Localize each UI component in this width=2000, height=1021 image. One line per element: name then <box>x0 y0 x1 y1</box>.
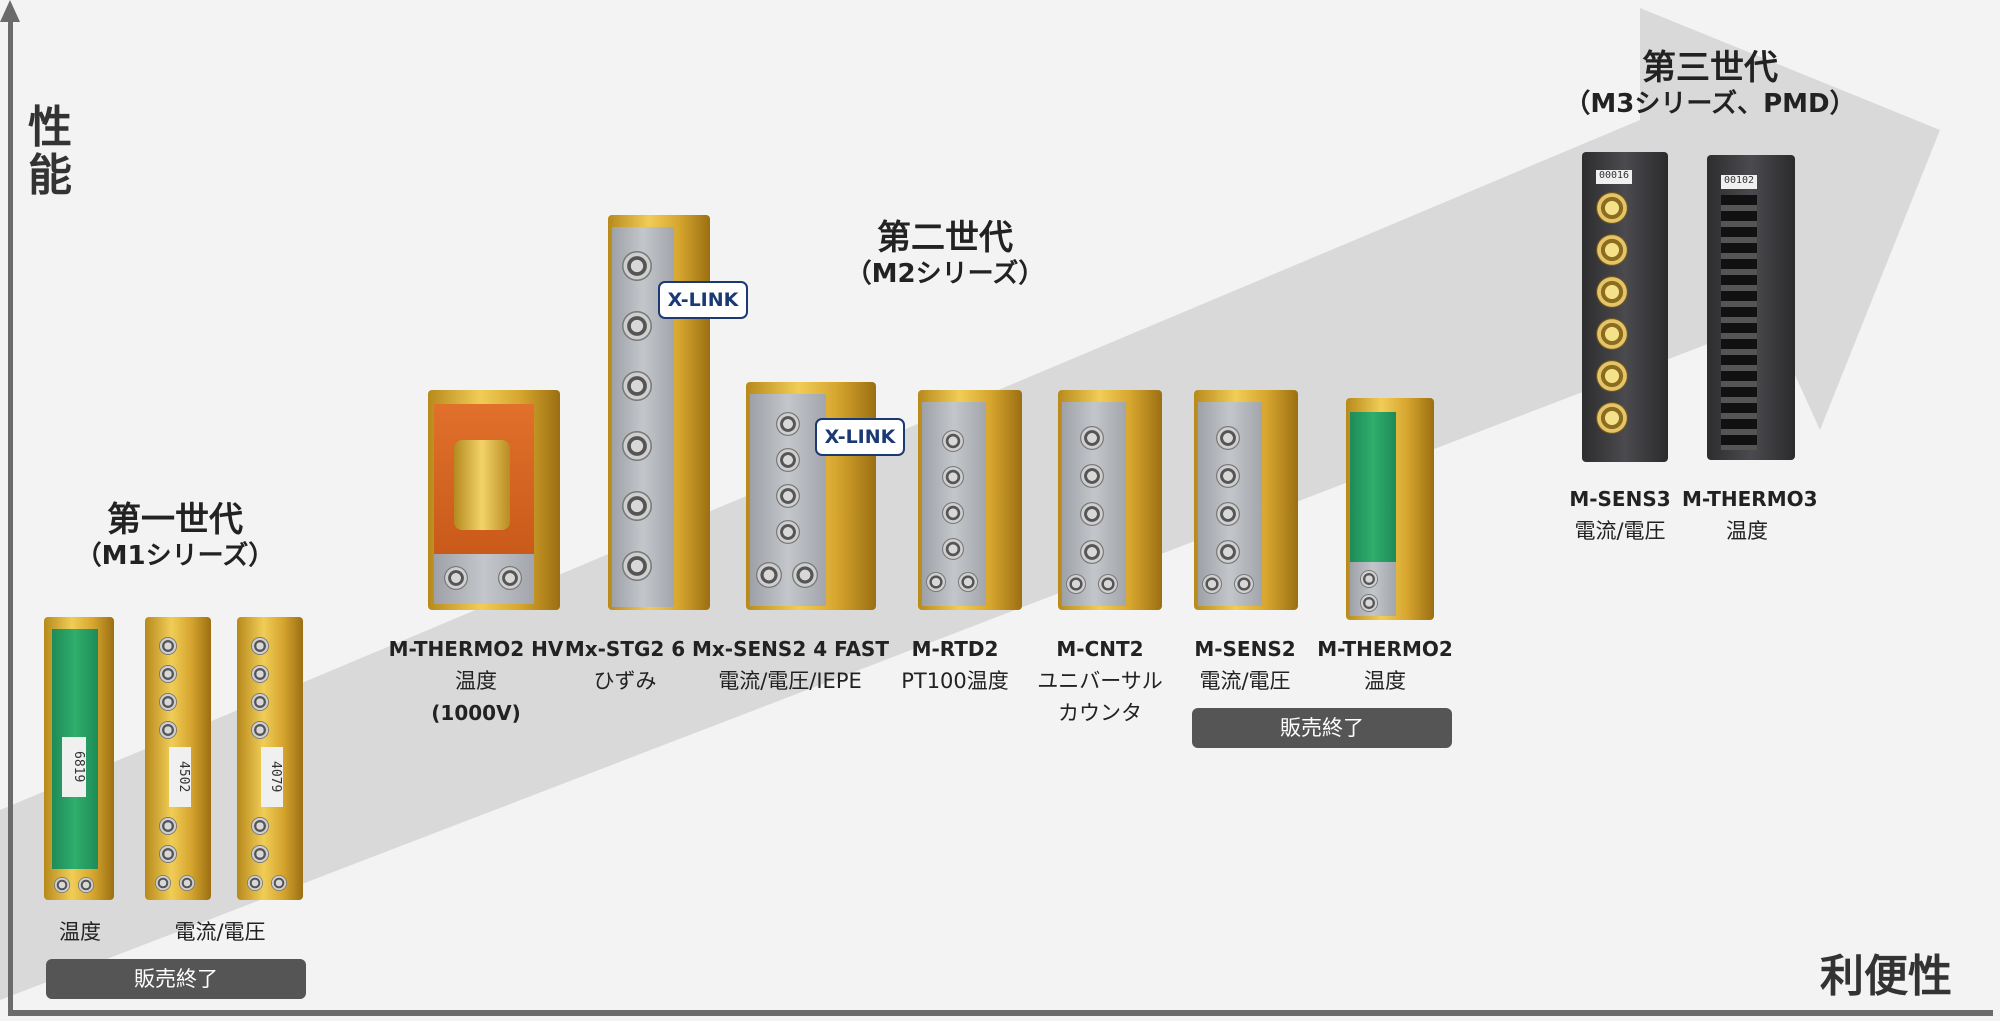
gen2-discontinued-badge: 販売終了 <box>1192 708 1452 748</box>
gen2-title: 第二世代 <box>877 218 1013 258</box>
y-axis-arrowhead <box>0 0 20 22</box>
m-sens2-module <box>1194 390 1298 610</box>
m-sens3-module: 00016 <box>1582 152 1668 462</box>
gen1-heading: 第一世代 （M1シリーズ） <box>60 500 290 572</box>
mx-sens2-4-fast-module <box>746 382 876 610</box>
gen1-caption-current: 電流/電圧 <box>174 920 266 944</box>
m1-serial: 6819 <box>62 737 86 797</box>
gen2-heading: 第二世代 （M2シリーズ） <box>820 218 1070 290</box>
x-axis-label: 利便性 <box>1820 951 1952 1002</box>
x-link-badge-stg2: X-LINK <box>658 281 748 319</box>
mx-stg2-6-module <box>608 215 710 610</box>
x-axis <box>8 1010 1993 1016</box>
caption-m-sens3: M-SENS3 電流/電圧 <box>1569 487 1671 543</box>
caption-m-sens2: M-SENS2 電流/電圧 <box>1194 637 1296 693</box>
x-link-badge-sens2-fast: X-LINK <box>815 418 905 456</box>
m-thermo3-module: 00102 <box>1707 155 1795 460</box>
gen3-title: 第三世代 <box>1642 48 1778 88</box>
gen1-caption-temp: 温度 <box>59 920 101 944</box>
gen3-subtitle: （M3シリーズ、PMD） <box>1564 89 1856 119</box>
y-axis <box>8 18 13 1013</box>
y-axis-label: 性能 <box>28 102 72 201</box>
caption-m-rtd2: M-RTD2 PT100温度 <box>901 637 1009 693</box>
caption-m-cnt2: M-CNT2 ユニバーサル カウンタ <box>1037 637 1163 725</box>
caption-mx-sens2-4-fast: Mx-SENS2 4 FAST 電流/電圧/IEPE <box>692 637 889 693</box>
m1-thermo-module: 6819 <box>44 617 114 900</box>
gen1-discontinued-badge: 販売終了 <box>46 959 306 999</box>
gen2-subtitle: （M2シリーズ） <box>845 259 1045 289</box>
caption-m-thermo2-hv: M-THERMO2 HV 温度 (1000V) <box>388 637 564 725</box>
caption-m-thermo2: M-THERMO2 温度 <box>1317 637 1453 693</box>
m-thermo2-module <box>1346 398 1434 620</box>
m1-serial: 4502 <box>169 747 191 807</box>
m1-serial: 4079 <box>261 747 283 807</box>
gen3-heading: 第三世代 （M3シリーズ、PMD） <box>1560 48 1860 120</box>
caption-mx-stg2-6: Mx-STG2 6 ひずみ <box>564 637 686 693</box>
m1-sens-module-2: 4079 <box>237 617 303 900</box>
m1-sens-module-1: 4502 <box>145 617 211 900</box>
m-thermo2-hv-module <box>428 390 560 610</box>
caption-m-thermo3: M-THERMO3 温度 <box>1682 487 1818 543</box>
m-cnt2-module <box>1058 390 1162 610</box>
gen1-subtitle: （M1シリーズ） <box>75 541 275 571</box>
m-rtd2-module <box>918 390 1022 610</box>
gen1-title: 第一世代 <box>107 500 243 540</box>
